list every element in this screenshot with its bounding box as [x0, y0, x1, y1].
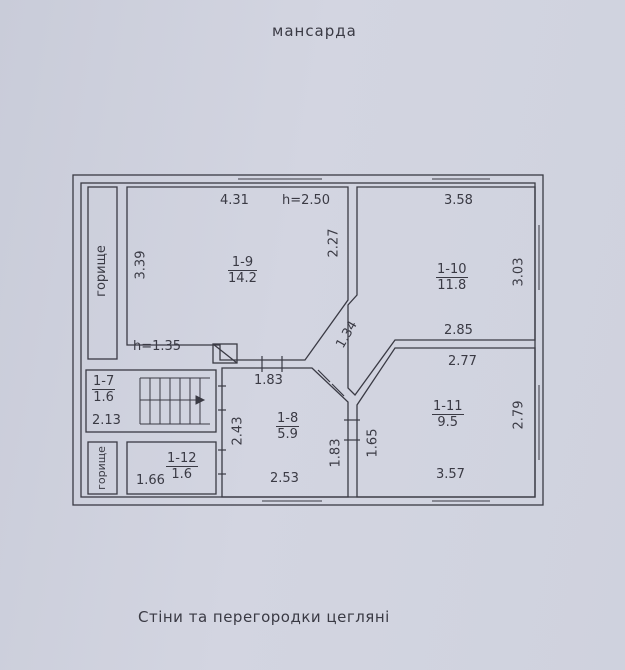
room-1-7: 1-7 1.6 [92, 374, 116, 405]
vent-diagonal [212, 343, 238, 364]
staircase [139, 377, 210, 425]
room-number: 1-7 [93, 374, 115, 389]
material-note: Стіни та перегородки цегляні [138, 608, 390, 626]
room-1-10: 1-10 11.8 [436, 263, 468, 293]
dim-h-1-35: h=1.35 [133, 339, 182, 354]
drawing-title: мансарда [272, 22, 357, 40]
room-number: 1-9 [231, 255, 254, 270]
dim-2-79: 2.79 [511, 400, 527, 430]
room-area: 9.5 [432, 414, 464, 430]
windows [238, 178, 540, 502]
dim-2-53: 2.53 [270, 471, 299, 486]
vent-box [212, 343, 238, 364]
room-area: 14.2 [228, 270, 257, 286]
dim-1-65: 1.65 [365, 428, 381, 458]
door-marks [218, 356, 360, 475]
dim-3-57: 3.57 [436, 467, 465, 482]
room-1-9: 1-9 14.2 [228, 256, 257, 286]
dim-3-58: 3.58 [444, 193, 473, 208]
room-area: 11.8 [436, 277, 468, 293]
room-area: 1.6 [92, 389, 116, 405]
attic-strip-bottom [87, 441, 118, 495]
room-number: 1-10 [437, 262, 467, 277]
attic-strip-top [87, 186, 118, 360]
dim-2-27: 2.27 [326, 228, 342, 258]
dim-2-77: 2.77 [448, 354, 477, 369]
dim-3-03: 3.03 [511, 257, 527, 287]
dim-1-66: 1.66 [136, 473, 165, 488]
dim-2-85: 2.85 [444, 323, 473, 338]
dim-3-39: 3.39 [133, 250, 149, 280]
dim-2-43: 2.43 [230, 416, 246, 446]
room-number: 1-8 [277, 411, 299, 426]
room-number: 1-11 [433, 399, 463, 414]
wall-room-1-12 [126, 441, 217, 495]
room-1-12: 1-12 1.6 [166, 452, 198, 482]
wall-room-1-8 [221, 367, 349, 498]
room-area: 5.9 [276, 426, 300, 442]
dim-1-83-side: 1.83 [328, 438, 344, 468]
dim-4-31: 4.31 [220, 193, 249, 208]
dim-h-2-50: h=2.50 [282, 193, 331, 208]
wall-room-1-7 [85, 369, 217, 433]
attic-label-top: горище [94, 245, 109, 297]
room-1-11: 1-11 9.5 [432, 400, 464, 430]
attic-label-bottom: горище [95, 446, 108, 490]
room-1-8: 1-8 5.9 [276, 411, 300, 442]
outer-wall [72, 174, 544, 506]
room-number: 1-12 [167, 451, 197, 466]
dim-1-83-top: 1.83 [254, 373, 283, 388]
room-area: 1.6 [166, 466, 198, 482]
dim-2-13: 2.13 [92, 413, 121, 428]
